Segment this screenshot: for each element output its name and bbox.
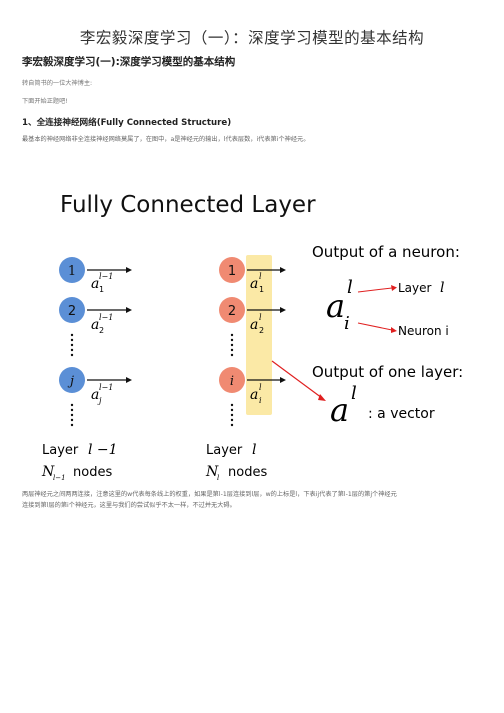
paragraph-2-line-2: 连接到第l层的第i个神经元，这里与我们的尝试似乎不太一样，不过并无大碍。 bbox=[22, 502, 236, 509]
right-node-1: 1 bbox=[219, 257, 245, 283]
svg-text:a: a bbox=[250, 387, 258, 403]
section-heading: 1、全连接神经网络(Fully Connected Structure) bbox=[22, 118, 232, 128]
svg-text:a: a bbox=[91, 387, 99, 403]
left-ellipsis-lower bbox=[70, 403, 74, 427]
svg-text:i: i bbox=[344, 313, 350, 334]
svg-text:l: l bbox=[259, 272, 262, 281]
svg-text:1: 1 bbox=[99, 285, 104, 294]
output-layer-title: Output of one layer: bbox=[312, 363, 463, 381]
article-heading: 李宏毅深度学习(一):深度学习模型的基本结构 bbox=[22, 56, 236, 68]
svg-text:l: l bbox=[217, 474, 219, 482]
neuron-output-symbol: a l i bbox=[326, 277, 353, 334]
figure-title: Fully Connected Layer bbox=[60, 192, 316, 218]
left-layer-caption: Layer l −1 N l−1 nodes bbox=[41, 442, 118, 482]
svg-text:i: i bbox=[230, 374, 234, 389]
svg-text:N: N bbox=[205, 464, 219, 480]
svg-text:l −1: l −1 bbox=[88, 442, 118, 458]
paragraph-1: 最基本的神经网络非全连接神经网络莫属了，在图中，a是神经元的输出，l代表层数，i… bbox=[22, 136, 310, 143]
neuron-index-annotation: Neuron i bbox=[357, 322, 449, 338]
svg-text:a: a bbox=[91, 317, 99, 333]
svg-text:: a vector: : a vector bbox=[368, 406, 435, 422]
left-arrows bbox=[87, 267, 132, 383]
svg-text:2: 2 bbox=[228, 304, 236, 319]
svg-text:1: 1 bbox=[259, 285, 264, 294]
svg-text:j: j bbox=[97, 396, 102, 405]
svg-text:2: 2 bbox=[259, 326, 264, 335]
svg-text:Layer: Layer bbox=[206, 443, 243, 458]
svg-text:Neuron i: Neuron i bbox=[398, 324, 449, 338]
svg-text:N: N bbox=[41, 464, 55, 480]
left-label-j: a l−1 j bbox=[91, 383, 113, 405]
svg-text:j: j bbox=[67, 374, 74, 389]
svg-text:a: a bbox=[91, 276, 99, 292]
svg-text:1: 1 bbox=[68, 264, 76, 279]
svg-text:nodes: nodes bbox=[228, 465, 267, 480]
intro-note: 下面开始正题吧! bbox=[22, 98, 68, 105]
highlight-to-output-arrow bbox=[271, 360, 326, 401]
fully-connected-figure: Fully Connected Layer 1 2 j a l−1 1 a l−… bbox=[40, 175, 480, 499]
left-label-2: a l−1 2 bbox=[91, 313, 113, 335]
left-node-j: j bbox=[59, 367, 85, 393]
right-label-1: a l 1 bbox=[250, 272, 264, 294]
svg-text:l: l bbox=[351, 383, 357, 404]
svg-text:Layer: Layer bbox=[42, 443, 79, 458]
svg-text:2: 2 bbox=[99, 326, 104, 335]
right-node-i: i bbox=[219, 367, 245, 393]
svg-text:l−1: l−1 bbox=[99, 313, 113, 322]
svg-text:i: i bbox=[259, 396, 262, 405]
svg-text:l−1: l−1 bbox=[53, 474, 66, 482]
neuron-layer-annotation: Layer l bbox=[357, 280, 444, 296]
left-node-1: 1 bbox=[59, 257, 85, 283]
layer-highlight bbox=[246, 255, 272, 415]
svg-text:a: a bbox=[326, 287, 345, 325]
right-node-2: 2 bbox=[219, 297, 245, 323]
svg-text:l: l bbox=[252, 442, 256, 458]
right-ellipsis-upper bbox=[230, 333, 234, 357]
layer-output-symbol: a l : a vector bbox=[330, 383, 435, 429]
right-label-i: a l i bbox=[250, 383, 262, 405]
figure-svg: Fully Connected Layer 1 2 j a l−1 1 a l−… bbox=[41, 192, 463, 482]
paragraph-2-line-1: 两层神经元之间两两连接，注意这里的w代表每条线上的权重，如果是第l-1层连接到l… bbox=[22, 491, 397, 498]
svg-text:l: l bbox=[259, 383, 262, 392]
svg-text:l: l bbox=[347, 277, 353, 298]
svg-text:l: l bbox=[440, 280, 444, 296]
svg-text:a: a bbox=[250, 317, 258, 333]
svg-text:1: 1 bbox=[228, 264, 236, 279]
svg-text:a: a bbox=[330, 391, 349, 429]
svg-text:l: l bbox=[259, 313, 262, 322]
right-label-2: a l 2 bbox=[250, 313, 264, 335]
svg-text:Layer: Layer bbox=[398, 281, 432, 295]
svg-text:l−1: l−1 bbox=[99, 272, 113, 281]
svg-text:2: 2 bbox=[68, 304, 76, 319]
svg-text:nodes: nodes bbox=[73, 465, 112, 480]
source-note: 转自简书的一位大神博主: bbox=[22, 80, 93, 87]
right-ellipsis-lower bbox=[230, 403, 234, 427]
output-neuron-title: Output of a neuron: bbox=[312, 243, 460, 261]
paragraph-2: 两层神经元之间两两连接，注意这里的w代表每条线上的权重，如果是第l-1层连接到l… bbox=[22, 489, 482, 511]
svg-text:l−1: l−1 bbox=[99, 383, 113, 392]
right-arrows bbox=[247, 267, 286, 383]
left-node-2: 2 bbox=[59, 297, 85, 323]
document-title: 李宏毅深度学习（一）：深度学习模型的基本结构 bbox=[79, 29, 425, 47]
left-ellipsis-upper bbox=[70, 333, 74, 357]
left-label-1: a l−1 1 bbox=[91, 272, 113, 294]
right-layer-caption: Layer l N l nodes bbox=[205, 442, 267, 482]
svg-text:a: a bbox=[250, 276, 258, 292]
